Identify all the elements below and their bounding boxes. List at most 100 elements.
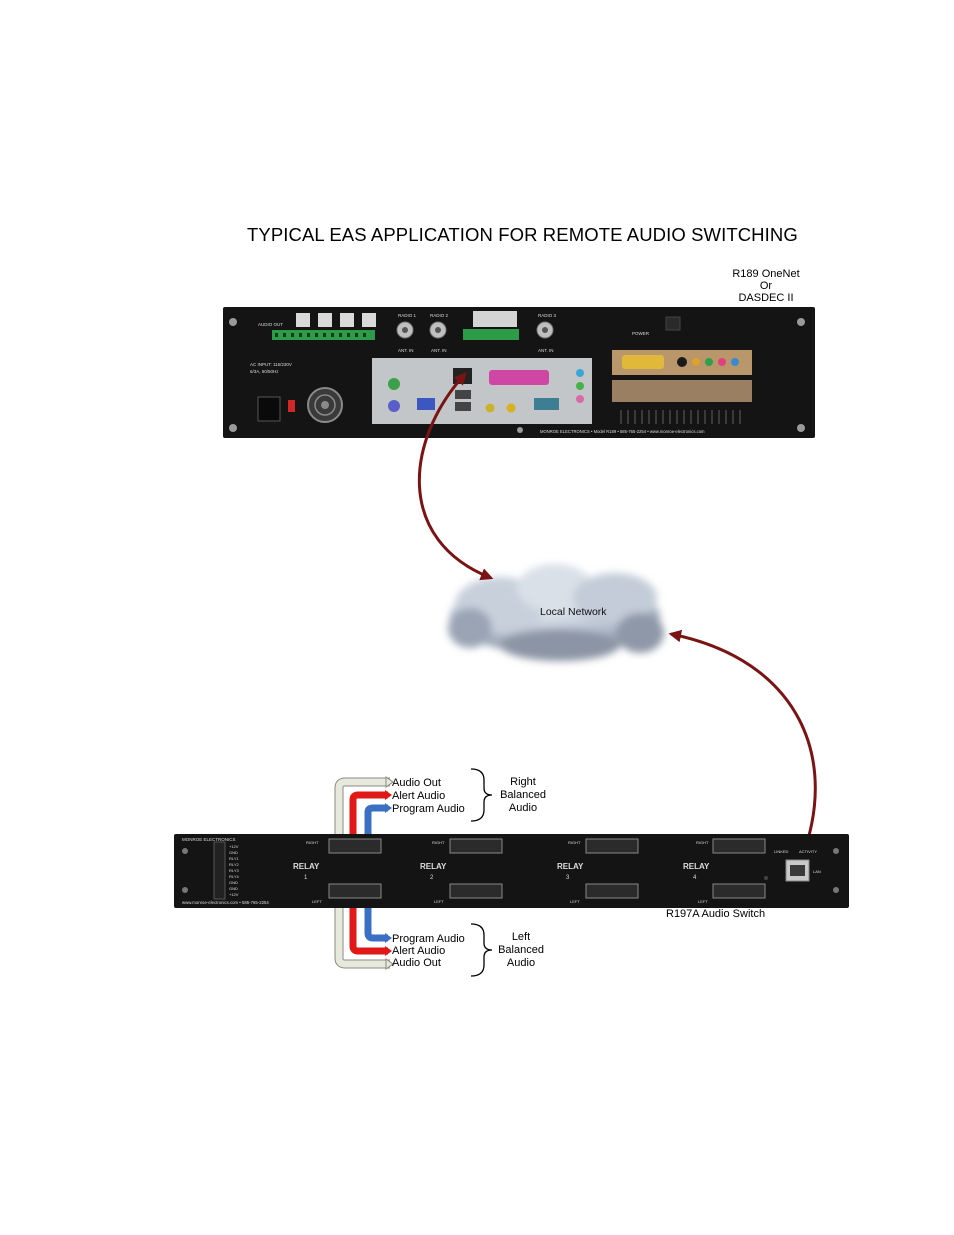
radio1-label: RADIO 1 bbox=[398, 313, 417, 318]
svg-text:LEFT: LEFT bbox=[570, 899, 580, 904]
mic-jack bbox=[576, 395, 584, 403]
screw-icon bbox=[833, 887, 839, 893]
relay-section-2: RIGHT LEFT RELAY 2 bbox=[420, 838, 503, 904]
audio-out-module bbox=[296, 313, 310, 327]
linked-label: LINKED bbox=[774, 849, 789, 854]
left-alert-wire bbox=[349, 900, 388, 955]
screw-icon bbox=[229, 318, 237, 326]
svg-text:RELAY: RELAY bbox=[293, 862, 320, 871]
control-terminal-labels: +12V GND RLY1 RLY2 RLY3 RLY4 GND GND +12… bbox=[229, 844, 239, 897]
left-alert-audio-label: Alert Audio bbox=[392, 945, 446, 957]
audio-out-module bbox=[318, 313, 332, 327]
usb-port bbox=[455, 390, 471, 399]
svg-text:4: 4 bbox=[693, 875, 697, 881]
left-audio-out-label: Audio Out bbox=[392, 957, 441, 969]
audio-out-module bbox=[362, 313, 376, 327]
audio-out-module bbox=[340, 313, 354, 327]
diagram-title: TYPICAL EAS APPLICATION FOR REMOTE AUDIO… bbox=[247, 224, 798, 245]
power-label: POWER bbox=[632, 331, 650, 336]
r189-label-line2: Or bbox=[759, 280, 773, 292]
r189-footer: MONROE ELECTRONICS • Model R189 • 585-76… bbox=[540, 429, 705, 434]
midi-port bbox=[622, 355, 664, 369]
svg-text:RIGHT: RIGHT bbox=[568, 840, 581, 845]
left-brace bbox=[470, 923, 493, 977]
svg-text:RELAY: RELAY bbox=[420, 862, 447, 871]
left-brace-label: Left Balanced Audio bbox=[492, 931, 550, 969]
ps2-keyboard-port bbox=[388, 400, 400, 412]
svg-text:RLY3: RLY3 bbox=[229, 868, 239, 873]
indicator-led bbox=[764, 876, 768, 880]
right-program-wire bbox=[364, 804, 388, 840]
svg-text:RELAY: RELAY bbox=[557, 862, 584, 871]
r197a-label: R197A Audio Switch bbox=[666, 908, 766, 920]
svg-text:RELAY: RELAY bbox=[683, 862, 710, 871]
relay-terminal-block bbox=[463, 329, 519, 340]
right-audio-wires bbox=[334, 776, 394, 840]
ac-input-label-1: AC INPUT: 115/230V bbox=[250, 362, 292, 367]
radio2-label: RADIO 2 bbox=[430, 313, 449, 318]
svg-text:LEFT: LEFT bbox=[312, 899, 322, 904]
radio3-ant-in-label: ANT. IN bbox=[538, 348, 554, 353]
screw-icon bbox=[797, 318, 805, 326]
radio2-ant-in-label: ANT. IN bbox=[431, 348, 447, 353]
screw-icon bbox=[797, 424, 805, 432]
relay-section-1: RIGHT LEFT RELAY 1 bbox=[293, 838, 382, 904]
vga-port bbox=[417, 398, 435, 410]
left-brace-line1: Left bbox=[511, 931, 531, 943]
network-label: Local Network bbox=[540, 606, 607, 618]
line-out-jack bbox=[576, 382, 584, 390]
screw-icon bbox=[517, 427, 523, 433]
svg-text:RLY2: RLY2 bbox=[229, 862, 239, 867]
r189-label: R189 OneNet Or DASDEC II bbox=[718, 268, 814, 304]
svg-text:LEFT: LEFT bbox=[434, 899, 444, 904]
ac-inlet bbox=[257, 396, 281, 422]
relay-section-4: RIGHT LEFT RELAY 4 bbox=[683, 838, 766, 904]
network-link-arrow-top bbox=[418, 372, 494, 581]
right-brace-label: Right Balanced Audio bbox=[494, 776, 552, 814]
line-in-jack bbox=[576, 369, 584, 377]
right-program-audio-label: Program Audio bbox=[392, 803, 465, 815]
svg-text:LEFT: LEFT bbox=[698, 899, 708, 904]
audio-jack bbox=[718, 358, 726, 366]
screw-icon bbox=[833, 848, 839, 854]
svg-text:RIGHT: RIGHT bbox=[306, 840, 319, 845]
r197a-footer: www.monroe-electronics.com • 585-765-225… bbox=[182, 900, 269, 905]
left-audio-wires bbox=[334, 900, 394, 970]
left-program-wire bbox=[364, 900, 388, 942]
ac-input-label-2: 6/3A, 60/50Hz bbox=[250, 369, 279, 374]
svg-text:+12V: +12V bbox=[229, 844, 239, 849]
r197a-unit: MONROE ELECTRONICS www.monroe-electronic… bbox=[174, 834, 849, 908]
audio-jack bbox=[705, 358, 713, 366]
network-link-arrow-bottom bbox=[668, 629, 817, 863]
r189-audio-out-label: AUDIO OUT bbox=[258, 322, 283, 327]
radio3-label: RADIO 3 bbox=[538, 313, 557, 318]
lan-label: LAN bbox=[813, 869, 821, 874]
io-shield bbox=[372, 358, 592, 424]
serial-port bbox=[534, 398, 559, 410]
right-audio-out-label: Audio Out bbox=[392, 777, 441, 789]
right-brace bbox=[470, 768, 493, 822]
activity-label: ACTIVITY bbox=[799, 849, 817, 854]
radio1-ant-in-label: ANT. IN bbox=[398, 348, 414, 353]
right-brace-line2: Balanced bbox=[500, 789, 546, 801]
r189-label-line1: R189 OneNet bbox=[732, 268, 800, 280]
blank-bracket bbox=[612, 380, 752, 402]
screw-icon bbox=[182, 887, 188, 893]
svg-text:2: 2 bbox=[430, 875, 434, 881]
relay-module bbox=[473, 311, 517, 327]
audio-jack bbox=[485, 403, 495, 413]
right-alert-audio-label: Alert Audio bbox=[392, 790, 446, 802]
parallel-port bbox=[489, 370, 549, 385]
voltage-switch bbox=[288, 400, 295, 412]
left-program-audio-label: Program Audio bbox=[392, 933, 465, 945]
screw-icon bbox=[229, 424, 237, 432]
right-brace-line3: Audio bbox=[508, 802, 538, 814]
usb-port bbox=[455, 402, 471, 411]
svg-text:1: 1 bbox=[304, 875, 308, 881]
r197a-brand: MONROE ELECTRONICS bbox=[182, 837, 236, 842]
svg-text:RIGHT: RIGHT bbox=[432, 840, 445, 845]
left-brace-line2: Balanced bbox=[498, 944, 544, 956]
left-brace-line3: Audio bbox=[506, 957, 536, 969]
r189-unit: AUDIO OUT RADIO 1 ANT. IN RADIO 2 ANT. I… bbox=[223, 307, 815, 438]
ps2-mouse-port bbox=[388, 378, 400, 390]
